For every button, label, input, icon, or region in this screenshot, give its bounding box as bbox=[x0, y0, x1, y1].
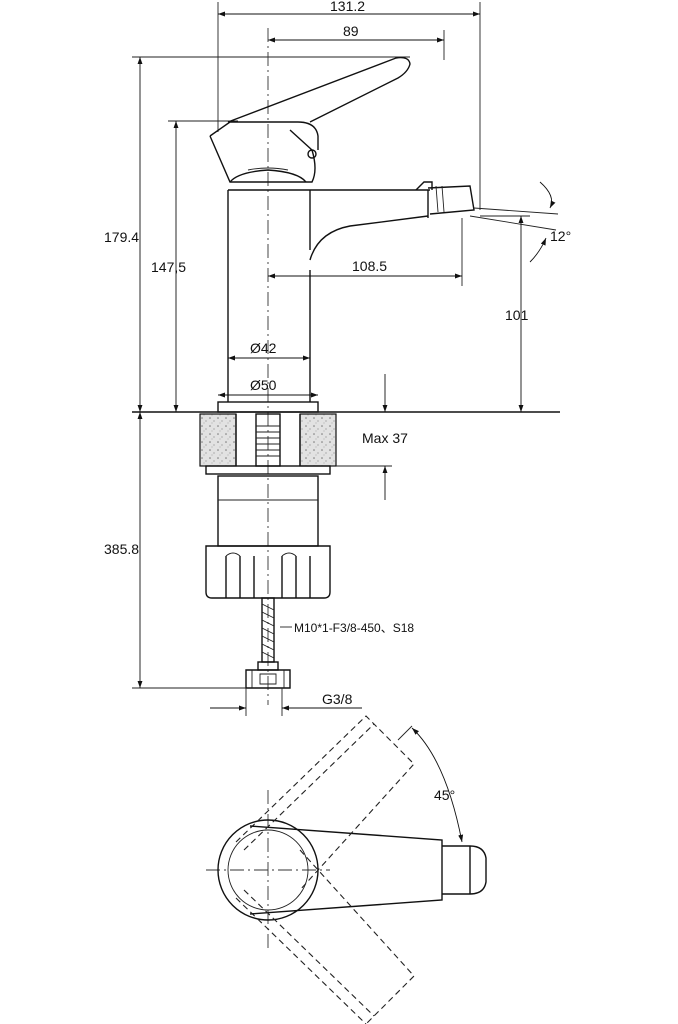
spout-height-label: 101 bbox=[505, 307, 529, 323]
spout-angle-label: 12° bbox=[550, 228, 571, 244]
dim-overall-width: 131.2 bbox=[217, 0, 481, 210]
hose-spec-callout: M10*1-F3/8-450、S18 bbox=[280, 621, 414, 635]
spout-reach-label: 108.5 bbox=[352, 258, 387, 274]
connection-label: G3/8 bbox=[322, 691, 353, 707]
hose-spec-label: M10*1-F3/8-450、S18 bbox=[294, 621, 414, 635]
dim-below-deck: 385.8 bbox=[104, 412, 246, 689]
dim-spout-to-axis: 89 bbox=[268, 23, 445, 60]
dim-lever-height: 147,5 bbox=[151, 120, 238, 412]
base-diameter-label: Ø50 bbox=[250, 377, 277, 393]
dim-base-diameter: Ø50 bbox=[218, 377, 318, 398]
dim-spout-height: 101 bbox=[480, 215, 530, 412]
deck-thickness-label: Max 37 bbox=[362, 430, 408, 446]
lever-height-label: 147,5 bbox=[151, 259, 186, 275]
dim-spout-reach: 108.5 bbox=[268, 218, 463, 286]
flex-hose bbox=[245, 597, 291, 689]
tap-top-view: 45° bbox=[206, 715, 487, 1024]
deck-section bbox=[199, 413, 337, 475]
below-deck-label: 385.8 bbox=[104, 541, 139, 557]
total-height-label: 179.4 bbox=[104, 229, 139, 245]
spout-to-axis-label: 89 bbox=[343, 23, 359, 39]
dim-deck-thickness: Max 37 bbox=[336, 374, 408, 500]
dim-connection: G3/8 bbox=[210, 688, 362, 716]
mounting-nut bbox=[205, 475, 331, 599]
dim-spout-angle: 12° bbox=[469, 181, 571, 263]
body-diameter-label: Ø42 bbox=[250, 340, 277, 356]
dim-total-height: 179.4 bbox=[104, 56, 410, 412]
lever-rotation-label: 45° bbox=[434, 787, 455, 803]
overall-width-label: 131.2 bbox=[330, 0, 365, 14]
dim-body-diameter: Ø42 bbox=[228, 340, 310, 361]
tap-side-view bbox=[209, 28, 475, 705]
